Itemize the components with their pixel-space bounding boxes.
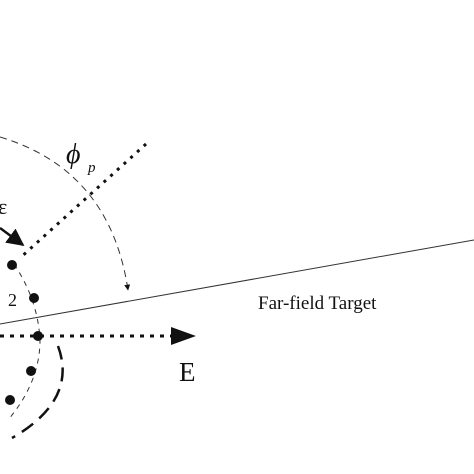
- array-element-dot: [33, 331, 43, 341]
- e-direction-label: E: [179, 357, 196, 387]
- far-field-target-label: Far-field Target: [258, 293, 377, 314]
- target-line: [0, 239, 474, 325]
- array-element-dot: [7, 260, 17, 270]
- e-direction-arrowhead: [171, 327, 196, 345]
- outer-arc: [11, 345, 64, 440]
- small-arrow: [0, 226, 25, 247]
- phi-subscript-label: p: [87, 160, 96, 176]
- phi-symbol-label: ϕ: [66, 139, 81, 170]
- pointing-line: [18, 142, 148, 260]
- array-element-dot: [29, 293, 39, 303]
- element-number-label: 2: [8, 290, 17, 310]
- angle-arc: [0, 136, 131, 291]
- array-element-dot: [26, 366, 36, 376]
- partial-glyph-label: ε: [0, 194, 7, 219]
- array-element-dot: [5, 395, 15, 405]
